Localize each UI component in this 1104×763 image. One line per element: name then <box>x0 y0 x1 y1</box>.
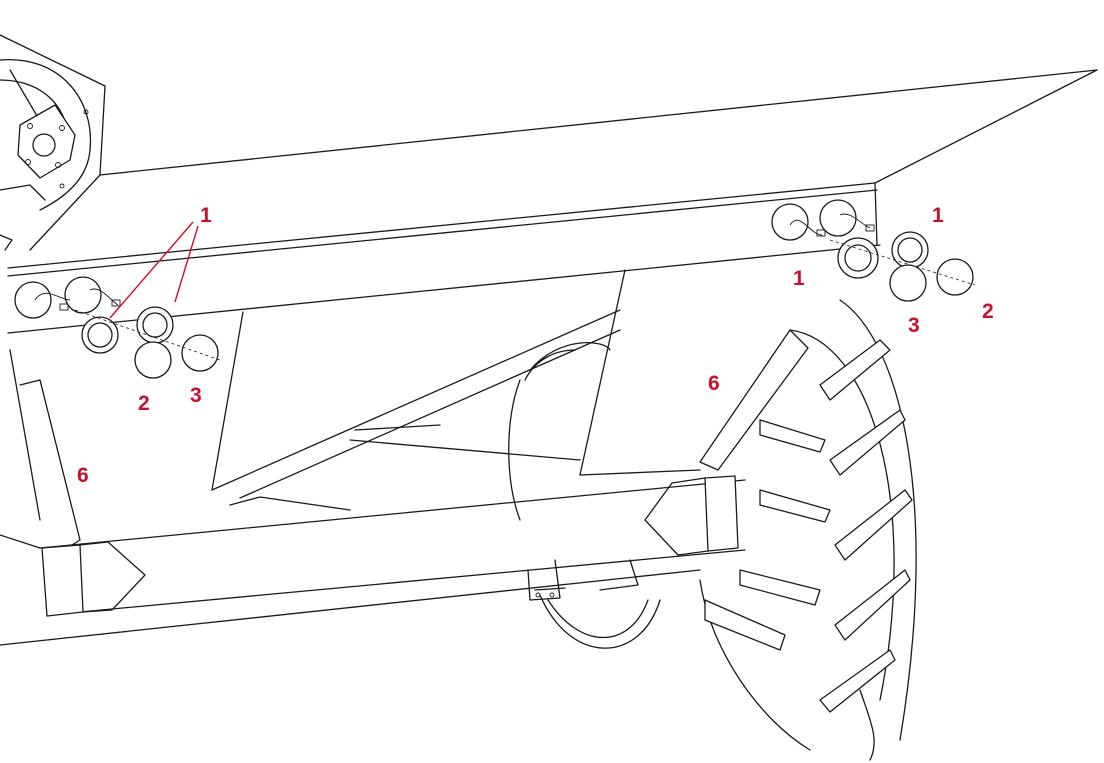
callout-leaders <box>109 221 199 319</box>
callout-labels: 1 2 3 6 1 1 2 3 6 <box>77 204 994 487</box>
callout-left-3: 3 <box>190 384 202 407</box>
callout-right-3: 3 <box>908 314 920 337</box>
right-reflector-bar <box>699 329 809 471</box>
right-light-group <box>771 199 976 302</box>
frame-beam <box>0 475 746 646</box>
callout-right-2: 2 <box>982 300 994 323</box>
callout-right-1-top: 1 <box>932 204 944 227</box>
callout-right-6: 6 <box>708 372 720 395</box>
lower-panel <box>9 269 701 546</box>
callout-left-2: 2 <box>138 392 150 415</box>
spinner-motor <box>0 59 92 251</box>
hopper-body <box>0 34 1098 334</box>
callout-right-1-side: 1 <box>793 267 805 290</box>
left-light-group <box>14 276 221 379</box>
center-wheel <box>508 342 661 649</box>
callout-left-1: 1 <box>200 204 212 227</box>
callout-left-6: 6 <box>77 464 89 487</box>
right-tire <box>699 299 917 761</box>
